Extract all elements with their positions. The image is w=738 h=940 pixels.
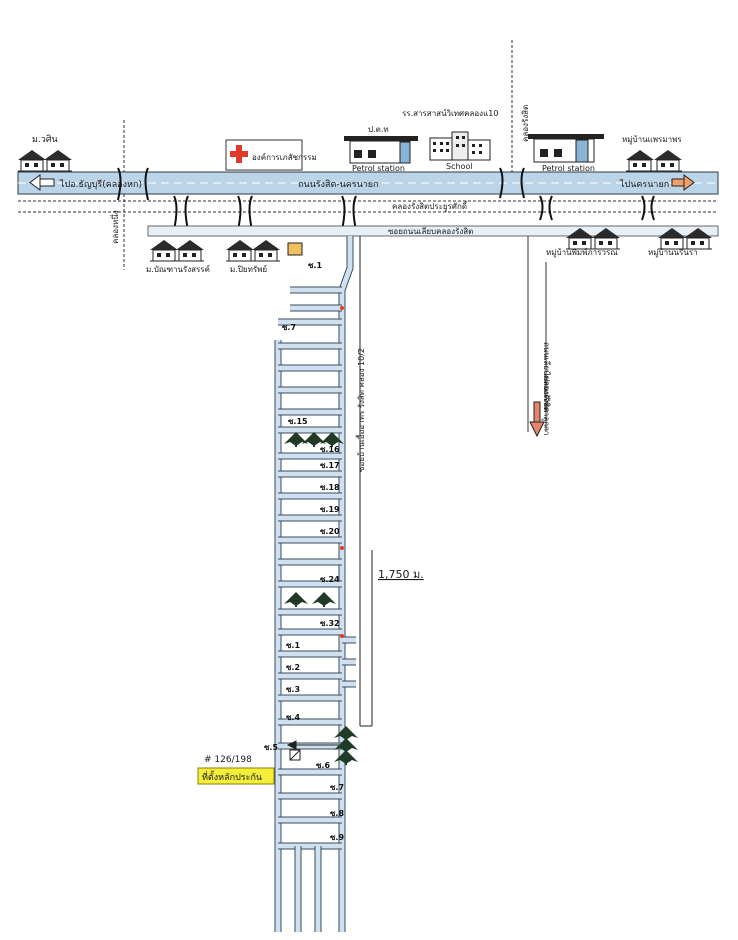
soi-label: ซ.7 [330, 783, 344, 792]
village-top-left: ม.วศิน [32, 134, 58, 145]
petrol-station-icon [528, 134, 604, 163]
house-icon [43, 149, 73, 172]
petrol-right-label: Petrol station [542, 164, 595, 173]
village-br2: หมู่บ้านนรินรา [648, 248, 698, 258]
house-icon [625, 149, 655, 172]
soi-label: ซ.16 [320, 445, 340, 454]
soi-label: ซ.20 [320, 527, 340, 536]
village-top-right: หมู่บ้านแพรมาพร [622, 135, 682, 145]
petrol-station-icon [344, 136, 418, 164]
soi-label: ซ.7 [282, 323, 296, 332]
soi-label: ซ.6 [316, 761, 330, 770]
soi-label: ซ.1 [286, 641, 300, 650]
school-icon [429, 131, 491, 161]
village-br1: หมู่บ้านพิมพ์ภารวรณ [546, 247, 618, 258]
village-bl1: ม.บัณฑานรังสรรค์ [146, 264, 210, 274]
village-bl2: ม.ปิยทรัพย์ [230, 264, 267, 274]
frontage-road [147, 225, 719, 237]
agri-office-label: องค์การเภสัชกรรม [252, 152, 317, 162]
main-road-label: ถนนรังสิต-นครนายก [298, 179, 379, 190]
soi-label: ซ.18 [320, 483, 340, 492]
soi-label: ซ.5 [264, 743, 278, 752]
arrow-left-icon [29, 174, 55, 191]
tree-icon [312, 592, 336, 607]
soi-label: ซ.24 [320, 575, 340, 584]
arrow-right-icon [671, 174, 695, 191]
main-road-right-direction: ไปนครนายก [619, 179, 669, 190]
canal-vertical-left: คลองหนึ่ง [109, 210, 120, 244]
house-icon [251, 239, 281, 262]
main-road-left-direction: ไปอ.ธัญบุรี(คลองหก) [59, 179, 142, 190]
soi-label: ซ.4 [286, 713, 300, 722]
soi-label: ซ.32 [320, 619, 340, 628]
soi-label: ซ.3 [286, 685, 300, 694]
frontage-road-label: ซอยถนนเลียบคลองรังสิต [388, 227, 473, 236]
alley-network [274, 236, 356, 932]
canal-label: คลองรังสิตประยูรศักดิ์ [392, 200, 468, 212]
house-icon [225, 239, 255, 262]
soi-label: ซ.17 [320, 461, 340, 470]
tree-icon [284, 432, 308, 447]
tree-icon [334, 750, 358, 765]
soi-label: ซ.8 [330, 809, 344, 818]
soi-label: ซ.1 [308, 261, 322, 270]
road-right-end: ไปถนนรัชดาลูกกา [541, 371, 551, 435]
distance-label: 1,750 ม. [378, 568, 424, 581]
tree-icon [284, 592, 308, 607]
site-label-highlight [197, 767, 275, 785]
alley-main-label: ซอยบ้านเอื้ออาทร รังสิต คลอง 10/2 [355, 348, 366, 472]
ptt-label: ป.ต.ท [368, 125, 389, 134]
soi-label: ซ.19 [320, 505, 340, 514]
school-name: รร.สารสาสน์วิเทศคลองแ10 [402, 108, 498, 118]
site-label: ที่ตั้งหลักประกัน [202, 770, 262, 783]
house-number: # 126/198 [204, 755, 252, 765]
house-icon [175, 239, 205, 262]
school-label: School [446, 162, 473, 171]
petrol-left-label: Petrol station [352, 164, 405, 173]
red-markers [340, 306, 344, 638]
road-right-vertical: ถนนเลียบคลองรังสิต [542, 342, 551, 412]
house-icon [17, 149, 47, 172]
canal-vertical-right: คลองรังสิต [521, 105, 530, 142]
soi-label: ซ.2 [286, 663, 300, 672]
house-icon [653, 149, 683, 172]
house-icon [149, 239, 179, 262]
arrow-down-icon [529, 401, 545, 438]
distance-marker [286, 236, 373, 750]
red-cross-icon [230, 145, 248, 163]
shop-icon [287, 242, 303, 256]
soi-label: ซ.15 [288, 417, 308, 426]
soi-label: ซ.9 [330, 833, 344, 842]
